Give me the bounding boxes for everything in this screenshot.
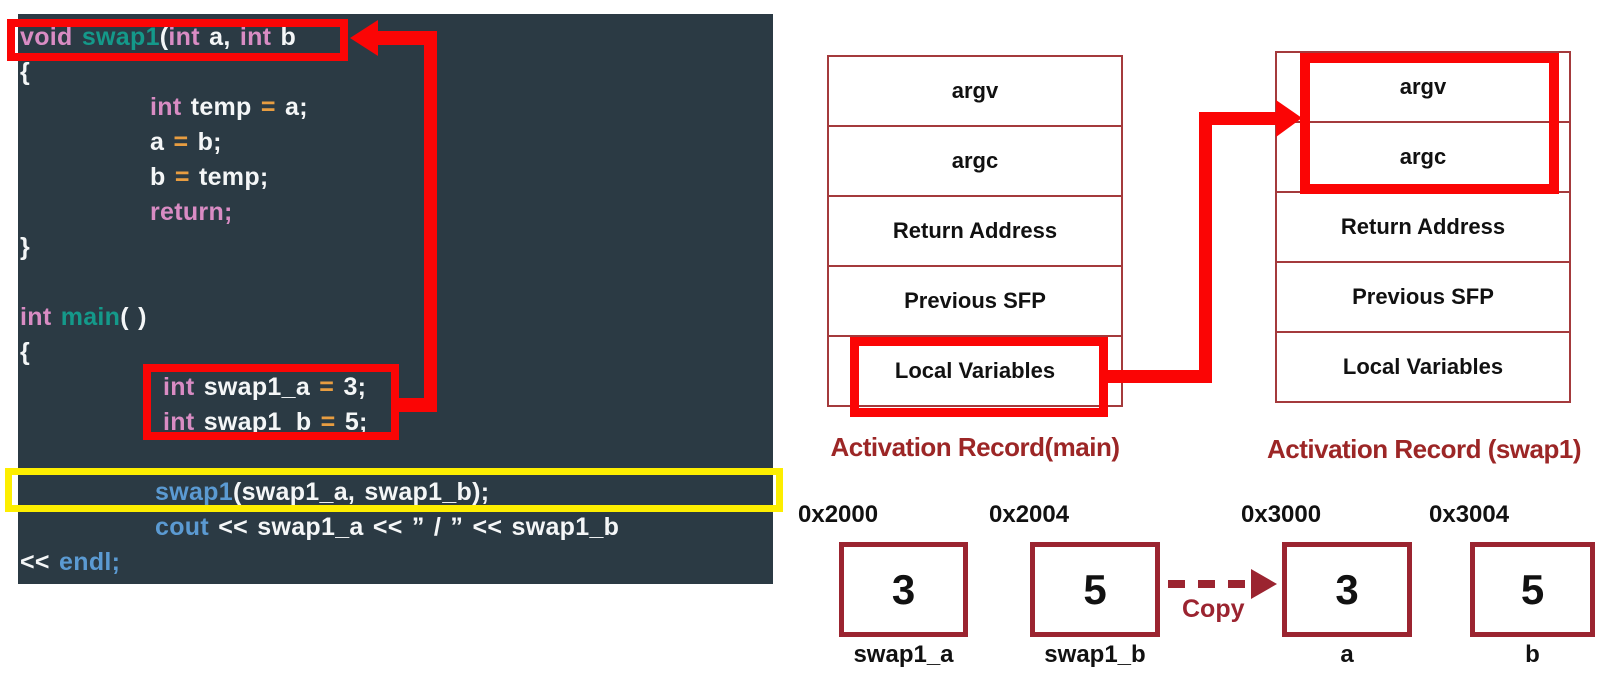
code-line: cout << swap1_a << ” / ” << swap1_b xyxy=(18,510,773,545)
code-lines: void swap1(int a, int b{int temp = a;a =… xyxy=(18,20,773,584)
code-line: int swap1_a = 3; xyxy=(18,370,773,405)
code-token: void xyxy=(20,23,82,51)
code-token: endl; xyxy=(59,548,121,576)
code-token: ( xyxy=(159,23,169,51)
memory-label: a xyxy=(1340,641,1354,668)
code-token: swap1_a xyxy=(203,373,320,401)
code-token: } xyxy=(20,583,30,584)
code-token: b xyxy=(150,163,175,191)
record-row-previous-sfp: Previous SFP xyxy=(827,265,1123,337)
code-token: b; xyxy=(188,128,222,156)
record-row-argc: argc xyxy=(1275,121,1571,193)
memory-cell-swap1_b: 5 xyxy=(1030,542,1160,637)
code-token: << xyxy=(20,548,60,576)
memory-value: 5 xyxy=(1520,565,1545,613)
memory-label: swap1_b xyxy=(1044,641,1146,668)
activation-record-main-title: Activation Record(main) xyxy=(830,432,1121,462)
code-token: 3; xyxy=(343,373,367,401)
memory-address: 0x3004 xyxy=(1429,501,1510,528)
record-row-argv: argv xyxy=(827,55,1123,127)
copy-label: Copy xyxy=(1182,595,1245,623)
code-token: a xyxy=(150,128,174,156)
red-highlight-argv-argc xyxy=(1300,53,1559,194)
code-token: 5; xyxy=(344,408,368,436)
code-line: } xyxy=(18,580,773,584)
red-highlight-function-signature xyxy=(7,19,348,61)
red-highlight-local-variables xyxy=(850,337,1108,417)
record-row-previous-sfp: Previous SFP xyxy=(1275,261,1571,333)
code-line: int swap1_b = 5; xyxy=(18,405,773,440)
code-token: return; xyxy=(150,198,233,226)
memory-cell-swap1_a: 3 xyxy=(839,542,968,637)
code-token: int xyxy=(150,93,182,121)
code-token: int xyxy=(168,23,200,51)
memory-address: 0x3000 xyxy=(1241,501,1322,528)
record-row-local-variables: Local Variables xyxy=(1275,331,1571,403)
code-token: = xyxy=(174,163,190,191)
memory-address: 0x2004 xyxy=(989,501,1070,528)
code-token: b xyxy=(271,23,297,51)
code-token: = xyxy=(320,408,345,436)
code-line: { xyxy=(18,335,773,370)
code-token: temp xyxy=(181,93,261,121)
code-token: main xyxy=(60,303,121,331)
record-copy-arrow xyxy=(1106,100,1302,383)
red-highlight-declarations xyxy=(143,364,399,440)
memory-cell-a: 3 xyxy=(1282,542,1412,637)
memory-cell-b: 5 xyxy=(1470,542,1595,637)
yellow-highlight-call-line xyxy=(5,468,783,512)
code-token: swap1 xyxy=(81,23,160,51)
code-token: = xyxy=(173,128,189,156)
code-token: swap1 xyxy=(155,478,233,506)
code-token: ( ) xyxy=(120,303,147,331)
activation-record-swap1-title: Activation Record (swap1) xyxy=(1266,434,1582,464)
code-line: int temp = a; xyxy=(18,90,773,125)
code-line: swap1(swap1_a, swap1_b); xyxy=(18,475,773,510)
memory-label: b xyxy=(1525,641,1540,668)
code-token: } xyxy=(20,233,31,261)
code-line: } xyxy=(18,230,773,265)
code-token: a; xyxy=(275,93,308,121)
code-line: void swap1(int a, int b xyxy=(18,20,773,55)
code-token: int xyxy=(163,373,204,401)
memory-value: 5 xyxy=(1083,565,1107,613)
code-line: b = temp; xyxy=(18,160,773,195)
code-line xyxy=(18,265,773,300)
record-row-return-address: Return Address xyxy=(827,195,1123,267)
code-panel: void swap1(int a, int b{int temp = a;a =… xyxy=(18,14,773,584)
code-line: { xyxy=(18,55,773,90)
code-line: a = b; xyxy=(18,125,773,160)
code-line: int main( ) xyxy=(18,300,773,335)
code-token: << swap1_a << ” / ” << swap1_b xyxy=(218,513,620,541)
code-token: = xyxy=(319,373,344,401)
memory-value: 3 xyxy=(891,565,916,613)
memory-address: 0x2000 xyxy=(798,501,879,528)
code-token: int xyxy=(20,303,61,331)
record-row-argc: argc xyxy=(827,125,1123,197)
code-token: = xyxy=(260,93,276,121)
code-token: (swap1_a, swap1_b); xyxy=(232,478,490,506)
code-token: cout xyxy=(155,513,219,541)
code-token: temp; xyxy=(189,163,269,191)
code-token: { xyxy=(20,338,31,366)
code-token: int xyxy=(163,408,204,436)
code-line: << endl; xyxy=(18,545,773,580)
code-line: return; xyxy=(18,195,773,230)
code-token: swap1_b xyxy=(203,408,321,436)
code-token: int xyxy=(239,23,272,51)
memory-value: 3 xyxy=(1335,565,1359,613)
memory-label: swap1_a xyxy=(853,641,954,668)
code-token: a, xyxy=(199,23,240,51)
code-token: { xyxy=(20,58,31,86)
record-row-return-address: Return Address xyxy=(1275,191,1571,263)
